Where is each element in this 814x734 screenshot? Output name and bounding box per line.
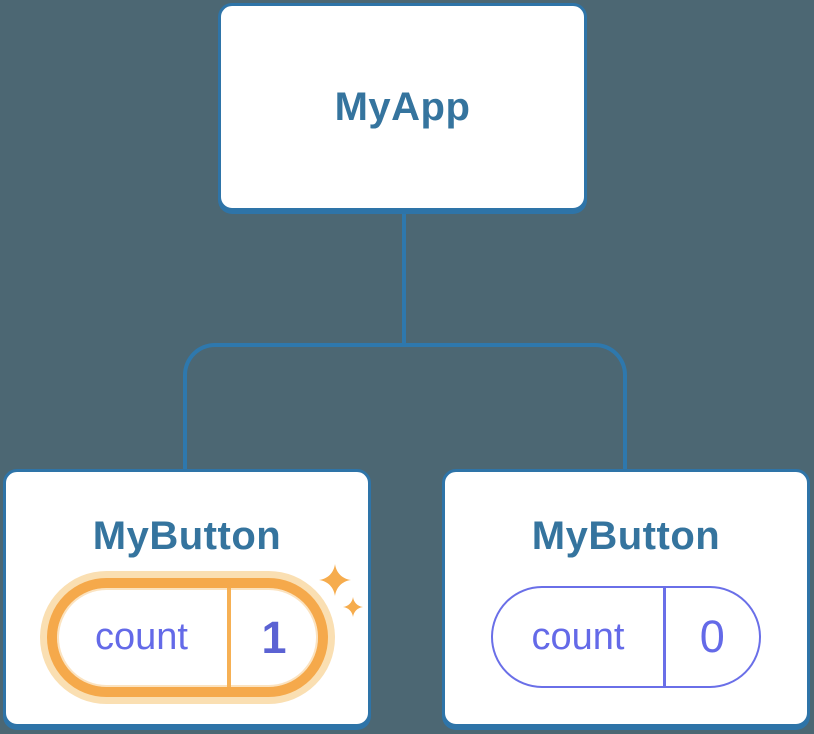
node-label: MyButton [92, 514, 282, 558]
state-key: count [531, 615, 625, 658]
sparkle-icon-large [319, 564, 351, 596]
state-pill-highlighted: count 1 [46, 578, 328, 697]
connector-bracket [183, 343, 627, 470]
node-myapp: MyApp [218, 3, 587, 211]
state-pill: count 0 [491, 586, 761, 688]
state-value: 1 [261, 611, 287, 663]
sparkle-icon-small [343, 597, 363, 617]
pill-divider [226, 588, 231, 687]
pill-divider [663, 588, 666, 686]
state-key: count [95, 616, 188, 658]
node-mybutton-right: MyButton count 0 [442, 469, 810, 727]
state-value: 0 [699, 611, 725, 662]
node-mybutton-left: MyButton count 1 [3, 469, 371, 727]
connector-stem [402, 214, 406, 347]
node-label: MyButton [531, 514, 721, 558]
node-label: MyApp [334, 85, 471, 129]
